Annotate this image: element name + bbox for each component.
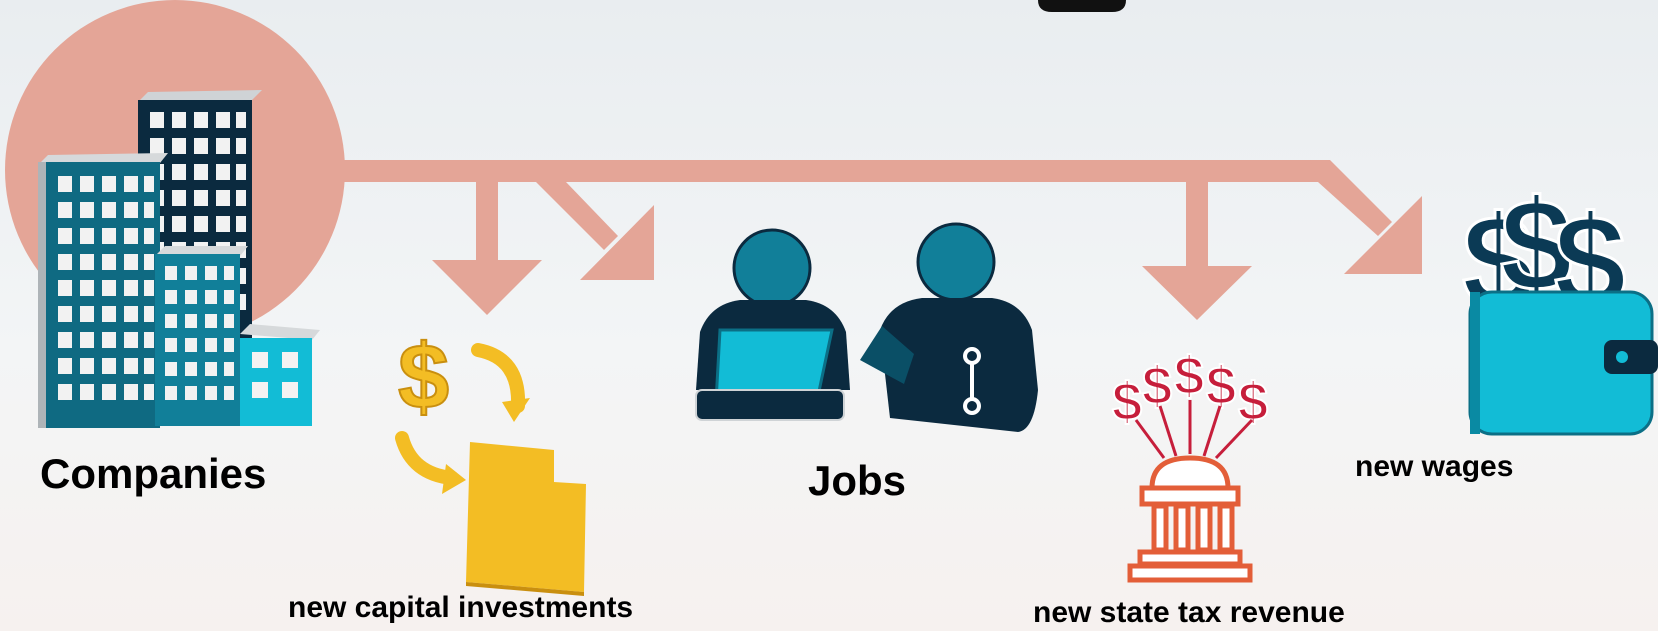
flow-arrow	[320, 160, 1422, 320]
workers-icon	[695, 222, 1038, 432]
svg-text:$: $	[1206, 356, 1236, 416]
wages-label: new wages	[1355, 450, 1514, 483]
jobs-label: Jobs	[808, 457, 907, 504]
capital-investments-label: new capital investments	[288, 591, 634, 624]
title-fragment	[1038, 0, 1126, 12]
svg-text:$: $	[398, 326, 449, 428]
office-buildings-icon	[38, 90, 320, 428]
svg-text:$: $	[1174, 346, 1204, 406]
svg-text:$: $	[1142, 356, 1172, 416]
svg-text:$: $	[1238, 372, 1268, 432]
tax-revenue-label: new state tax revenue	[1033, 596, 1345, 629]
companies-label: Companies	[40, 450, 267, 497]
wallet-money-icon: $ $ $	[1461, 171, 1658, 436]
capitol-building-icon: $ $ $ $ $	[1111, 345, 1269, 583]
utah-money-icon: $	[395, 325, 586, 596]
